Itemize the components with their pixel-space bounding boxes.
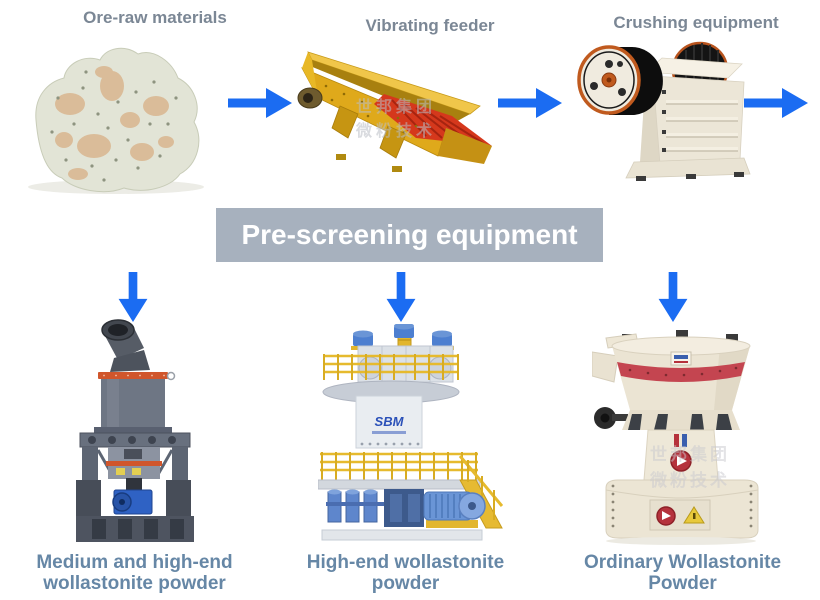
label-vibrating-feeder: Vibrating feeder bbox=[365, 16, 495, 35]
pre-screening-banner-label: Pre-screening equipment bbox=[241, 219, 578, 250]
micro-powder-mill-image bbox=[76, 319, 194, 542]
flow-arrow-right-3 bbox=[744, 88, 808, 118]
flow-arrow-down-2 bbox=[386, 272, 416, 322]
flow-arrow-down-1 bbox=[118, 272, 148, 322]
flow-arrow-right-1 bbox=[228, 88, 292, 118]
flow-arrow-down-3 bbox=[658, 272, 688, 322]
pre-screening-banner: Pre-screening equipment bbox=[216, 208, 603, 262]
vibrating-feeder-image bbox=[297, 51, 492, 172]
label-ore-raw-materials: Ore-raw materials bbox=[83, 8, 227, 27]
flow-arrow-right-2 bbox=[498, 88, 562, 118]
ore-rock-image bbox=[28, 47, 204, 194]
jaw-crusher-image bbox=[577, 41, 751, 181]
label-medium-high-end-wollastonite: Medium and high-end wollastonite powder bbox=[36, 552, 233, 594]
sbm-logo: SBM bbox=[375, 414, 405, 429]
vertical-roller-mill-image: SBM bbox=[318, 324, 503, 541]
raymond-mill-image bbox=[592, 330, 759, 545]
label-crushing-equipment: Crushing equipment bbox=[613, 13, 779, 32]
label-ordinary-wollastonite: Ordinary Wollastonite Powder bbox=[583, 552, 782, 594]
label-high-end-wollastonite: High-end wollastonite powder bbox=[306, 552, 505, 594]
